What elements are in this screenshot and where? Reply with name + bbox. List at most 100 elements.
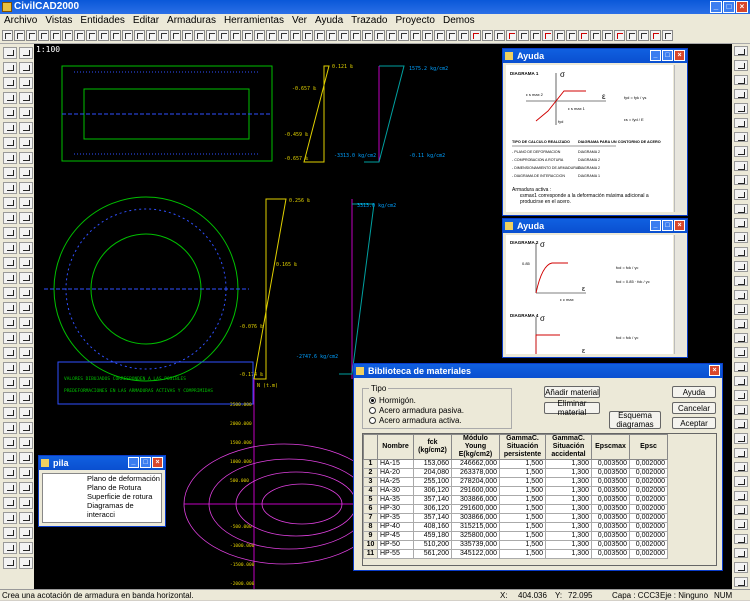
toolbar-tool-icon[interactable] xyxy=(206,30,217,41)
toolbar-tool-icon[interactable] xyxy=(506,30,517,41)
right-tool-icon[interactable] xyxy=(734,490,748,501)
toolbar-tool-icon[interactable] xyxy=(266,30,277,41)
left-tool-icon[interactable] xyxy=(3,167,17,179)
menu-entidades[interactable]: Entidades xyxy=(80,15,125,26)
left-tool-icon[interactable] xyxy=(3,542,17,554)
menu-armaduras[interactable]: Armaduras xyxy=(167,15,216,26)
toolbar-tool-icon[interactable] xyxy=(590,30,601,41)
toolbar-tool-icon[interactable] xyxy=(2,30,13,41)
table-cell[interactable]: 1,300 xyxy=(545,468,592,478)
table-cell[interactable]: HA-35 xyxy=(377,495,414,505)
menu-herramientas[interactable]: Herramientas xyxy=(223,15,284,26)
table-cell[interactable]: 459,180 xyxy=(413,531,452,541)
table-cell[interactable]: 0,002000 xyxy=(629,477,668,487)
table-cell[interactable]: HP-45 xyxy=(377,531,414,541)
table-cell[interactable]: 0,003500 xyxy=(591,540,630,550)
pila-minimize-button[interactable]: _ xyxy=(128,457,139,468)
table-cell[interactable]: 0,003500 xyxy=(591,486,630,496)
table-cell[interactable]: 1,500 xyxy=(499,486,546,496)
toolbar-tool-icon[interactable] xyxy=(482,30,493,41)
left-tool-icon[interactable] xyxy=(19,302,33,314)
help1-close-button[interactable]: × xyxy=(674,50,685,61)
table-cell[interactable]: 0,003500 xyxy=(591,522,630,532)
left-tool-icon[interactable] xyxy=(3,257,17,269)
table-cell[interactable]: 1,300 xyxy=(545,540,592,550)
table-cell[interactable]: 0,002000 xyxy=(629,495,668,505)
help2-close-button[interactable]: × xyxy=(674,220,685,231)
toolbar-tool-icon[interactable] xyxy=(122,30,133,41)
left-tool-icon[interactable] xyxy=(3,272,17,284)
right-tool-icon[interactable] xyxy=(734,505,748,516)
left-tool-icon[interactable] xyxy=(19,407,33,419)
menu-editar[interactable]: Editar xyxy=(132,15,160,26)
right-tool-icon[interactable] xyxy=(734,46,748,57)
toolbar-tool-icon[interactable] xyxy=(14,30,25,41)
right-tool-icon[interactable] xyxy=(734,418,748,430)
toolbar-tool-icon[interactable] xyxy=(194,30,205,41)
close-button[interactable]: × xyxy=(736,1,748,13)
table-cell[interactable]: 0,002000 xyxy=(629,486,668,496)
right-tool-icon[interactable] xyxy=(734,361,748,372)
pila-item-superficie-rotura[interactable]: Superficie de rotura xyxy=(87,492,153,501)
left-tool-icon[interactable] xyxy=(3,332,17,344)
right-tool-icon[interactable] xyxy=(734,103,748,114)
left-tool-icon[interactable] xyxy=(19,77,33,89)
left-tool-icon[interactable] xyxy=(19,332,33,344)
table-cell[interactable]: 0,003500 xyxy=(591,459,630,469)
left-tool-icon[interactable] xyxy=(3,122,17,134)
menu-ayuda[interactable]: Ayuda xyxy=(314,15,344,26)
table-cell[interactable]: 204,080 xyxy=(413,468,452,478)
table-cell[interactable]: 325800,000 xyxy=(451,531,500,541)
left-tool-icon[interactable] xyxy=(19,422,33,434)
left-tool-icon[interactable] xyxy=(19,152,33,164)
toolbar-tool-icon[interactable] xyxy=(62,30,73,41)
table-cell[interactable]: 1,300 xyxy=(545,531,592,541)
table-cell[interactable]: 1,500 xyxy=(499,477,546,487)
toolbar-tool-icon[interactable] xyxy=(614,30,625,41)
table-cell[interactable]: 1,300 xyxy=(545,504,592,514)
right-tool-icon[interactable] xyxy=(734,175,748,186)
table-cell[interactable]: 0,002000 xyxy=(629,513,668,523)
left-tool-icon[interactable] xyxy=(3,197,17,209)
table-cell[interactable]: 0,003500 xyxy=(591,549,630,559)
pila-close-button[interactable]: × xyxy=(152,457,163,468)
toolbar-tool-icon[interactable] xyxy=(326,30,337,41)
table-cell[interactable]: 1,500 xyxy=(499,495,546,505)
table-cell[interactable]: 0,002000 xyxy=(629,504,668,514)
toolbar-tool-icon[interactable] xyxy=(542,30,553,41)
table-cell[interactable]: HA-20 xyxy=(377,468,414,478)
right-tool-icon[interactable] xyxy=(734,533,748,545)
left-tool-icon[interactable] xyxy=(19,92,33,104)
left-tool-icon[interactable] xyxy=(3,182,17,194)
left-tool-icon[interactable] xyxy=(3,452,17,464)
right-tool-icon[interactable] xyxy=(734,203,748,215)
left-tool-icon[interactable] xyxy=(19,557,33,569)
table-cell[interactable]: 1,500 xyxy=(499,513,546,523)
right-tool-icon[interactable] xyxy=(734,117,748,129)
table-cell[interactable]: 291600,000 xyxy=(451,504,500,514)
table-cell[interactable]: HP-50 xyxy=(377,540,414,550)
right-tool-icon[interactable] xyxy=(734,461,748,473)
left-tool-icon[interactable] xyxy=(19,527,33,539)
table-cell[interactable]: 0,003500 xyxy=(591,513,630,523)
table-cell[interactable]: 0,002000 xyxy=(629,522,668,532)
toolbar-tool-icon[interactable] xyxy=(278,30,289,41)
toolbar-tool-icon[interactable] xyxy=(374,30,385,41)
right-tool-icon[interactable] xyxy=(734,548,748,559)
table-cell[interactable]: 357,140 xyxy=(413,495,452,505)
table-cell[interactable]: HP-40 xyxy=(377,522,414,532)
pila-item-diagramas-interaccion[interactable]: Diagramas de interacci xyxy=(87,501,134,519)
toolbar-tool-icon[interactable] xyxy=(578,30,589,41)
toolbar-tool-icon[interactable] xyxy=(530,30,541,41)
radio-acero-pasiva[interactable] xyxy=(369,406,376,414)
left-tool-icon[interactable] xyxy=(3,152,17,164)
help-button[interactable]: Ayuda xyxy=(672,386,716,398)
toolbar-tool-icon[interactable] xyxy=(290,30,301,41)
left-tool-icon[interactable] xyxy=(19,287,33,299)
right-tool-icon[interactable] xyxy=(734,246,748,258)
left-tool-icon[interactable] xyxy=(19,122,33,134)
left-tool-icon[interactable] xyxy=(3,212,17,224)
right-tool-icon[interactable] xyxy=(734,74,748,86)
table-cell[interactable]: 0,003500 xyxy=(591,531,630,541)
